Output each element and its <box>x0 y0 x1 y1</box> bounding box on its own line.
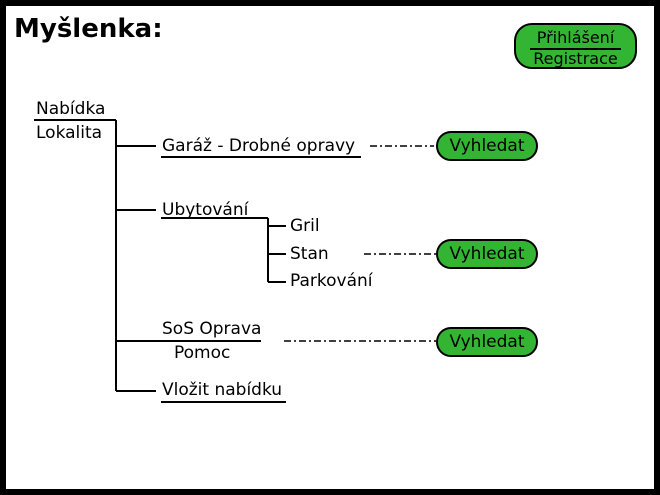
sub-item-stan[interactable]: Stan <box>290 244 329 264</box>
page-title: Myšlenka: <box>14 14 163 44</box>
connector-lines <box>34 119 436 403</box>
sos-top-label[interactable]: SoS Oprava <box>162 319 262 339</box>
register-link[interactable]: Registrace <box>533 49 618 68</box>
accommodation-label[interactable]: Ubytování <box>162 200 249 220</box>
sub-item-parking[interactable]: Parkování <box>290 271 373 291</box>
auth-divider <box>530 48 621 50</box>
search-button-garage[interactable]: Vyhledat <box>436 131 538 161</box>
login-link[interactable]: Přihlášení <box>536 28 615 47</box>
root-bottom-label: Lokalita <box>36 123 103 143</box>
search-button-stan[interactable]: Vyhledat <box>436 239 538 269</box>
auth-pill: Přihlášení Registrace <box>514 23 637 69</box>
sos-bottom-label[interactable]: Pomoc <box>174 343 231 363</box>
root-top-label: Nabídka <box>36 99 106 119</box>
sub-item-gril[interactable]: Gril <box>290 216 320 236</box>
search-button-sos[interactable]: Vyhledat <box>436 327 538 357</box>
garage-label[interactable]: Garáž - Drobné opravy <box>162 136 356 156</box>
diagram-canvas: Myšlenka: Přihlášení Registrace Nabídka … <box>6 6 654 489</box>
insert-offer-label[interactable]: Vložit nabídku <box>162 380 283 400</box>
